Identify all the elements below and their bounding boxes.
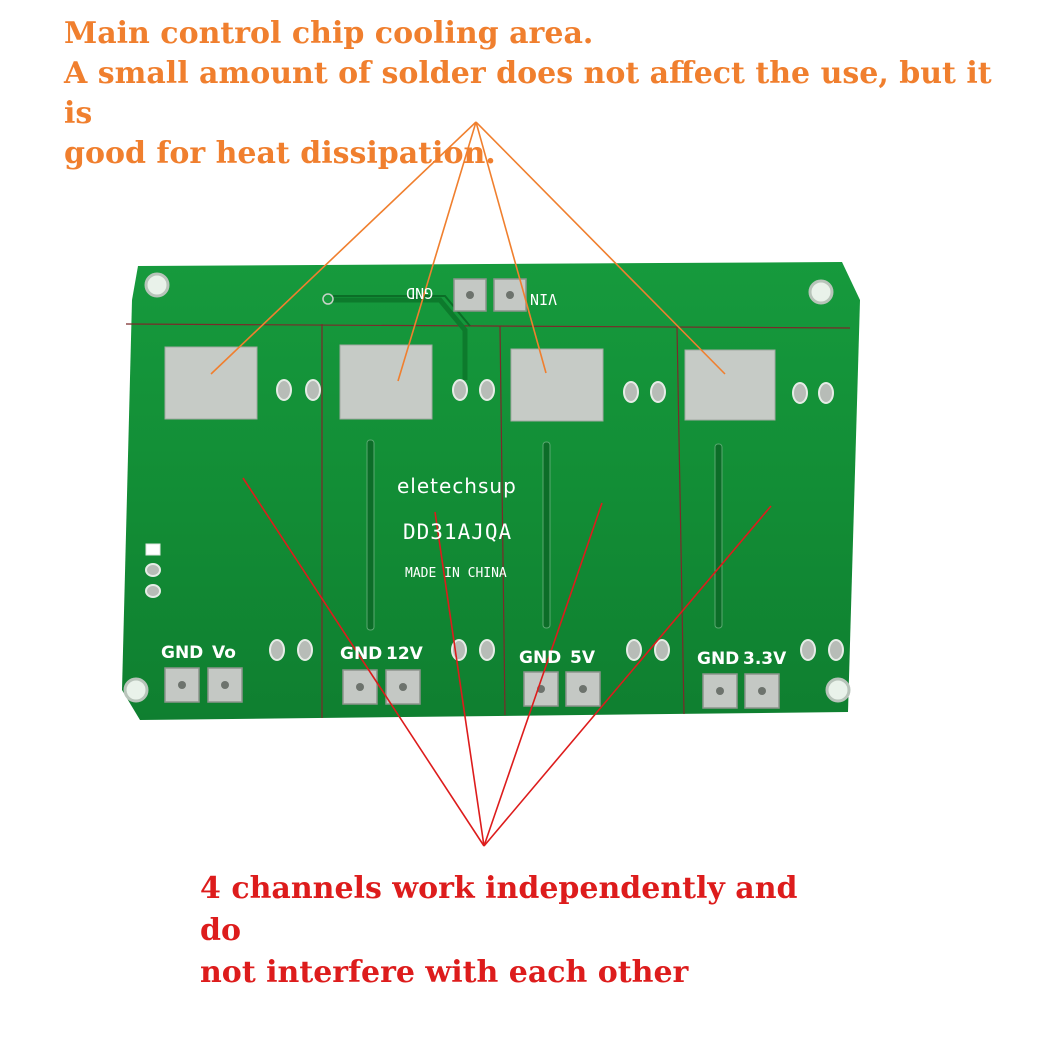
cooling-area-caption: Main control chip cooling area. A small …: [64, 14, 1024, 174]
cooling-pad: [510, 348, 604, 422]
cooling-caption-line-1: Main control chip cooling area.: [64, 16, 594, 51]
header-pin: [145, 584, 161, 598]
pad-hole: [356, 683, 364, 691]
pad-hole: [579, 685, 587, 693]
channel-4-output-label: 3.3V: [743, 649, 787, 669]
cooling-pad: [684, 349, 776, 421]
via: [276, 379, 292, 401]
via: [479, 379, 495, 401]
output-pad: [523, 671, 559, 707]
cooling-caption-line-3: good for heat dissipation.: [64, 136, 496, 171]
via: [322, 293, 334, 305]
channel-1-output-label: Vo: [212, 643, 236, 663]
orange-pointer-line: [475, 121, 726, 375]
via: [800, 639, 816, 661]
via: [792, 382, 808, 404]
via: [650, 381, 666, 403]
mounting-hole: [123, 677, 149, 703]
channels-caption-line-1: 4 channels work independently and do: [200, 871, 798, 948]
channel-2-output-label: 12V: [386, 644, 423, 664]
input-trace: [330, 295, 471, 327]
header-pin: [145, 543, 161, 556]
red-pointer-line: [242, 477, 485, 847]
pad-hole: [399, 683, 407, 691]
channel-3-output-label: 5V: [570, 648, 595, 668]
channels-caption-line-2: not interfere with each other: [200, 955, 689, 990]
origin-silkscreen: MADE IN CHINA: [405, 566, 507, 581]
via-pairs: [276, 379, 834, 404]
channel-1-gnd-label: GND: [161, 643, 204, 663]
red-pointer-line: [434, 511, 485, 847]
pad-hole: [178, 681, 186, 689]
red-pointer-line: [483, 502, 603, 847]
pad-hole: [716, 687, 724, 695]
channel-divider-3: [676, 326, 685, 715]
input-trace: [330, 297, 468, 380]
cooling-pad: [339, 344, 433, 420]
top-divider-line: [125, 323, 851, 329]
header-pin: [145, 563, 161, 577]
via: [269, 639, 285, 661]
pad-hole: [758, 687, 766, 695]
cooling-pads: [164, 344, 776, 422]
via: [828, 639, 844, 661]
channels-caption: 4 channels work independently and do not…: [200, 868, 840, 994]
channel-pointer-lines: [242, 477, 772, 847]
input-terminal: [453, 278, 527, 312]
via: [297, 639, 313, 661]
via: [479, 639, 495, 661]
red-pointer-line: [483, 505, 772, 847]
pad-hole: [221, 681, 229, 689]
orange-pointer-line: [475, 121, 547, 374]
mounting-hole: [825, 677, 851, 703]
via: [626, 639, 642, 661]
input-gnd-label: GND: [406, 284, 434, 302]
model-silkscreen: DD31AJQA: [403, 520, 513, 544]
orange-pointer-line: [397, 121, 477, 382]
side-header: [145, 543, 161, 598]
mounting-hole: [808, 279, 834, 305]
mounting-hole: [144, 272, 170, 298]
pad-hole: [506, 291, 514, 299]
brand-silkscreen: eletechsup: [397, 474, 517, 498]
isolation-slot: [542, 441, 551, 629]
isolation-slot: [714, 443, 723, 629]
channel-2-gnd-label: GND: [340, 644, 383, 664]
cooling-caption-line-2: A small amount of solder does not affect…: [64, 56, 992, 131]
cooling-pad: [164, 346, 258, 420]
output-vias: [269, 639, 844, 661]
via: [623, 381, 639, 403]
via: [654, 639, 670, 661]
via: [818, 382, 834, 404]
pad-hole: [466, 291, 474, 299]
channel-divider-2: [499, 325, 506, 716]
channel-4-gnd-label: GND: [697, 649, 740, 669]
isolation-slot: [366, 439, 375, 631]
orange-pointer-line: [210, 121, 477, 375]
isolation-slots: [366, 439, 723, 631]
channel-3-gnd-label: GND: [519, 648, 562, 668]
cooling-pointer-lines: [210, 121, 726, 382]
mounting-holes: [123, 272, 851, 703]
input-vin-label: VIN: [530, 290, 558, 308]
via: [305, 379, 321, 401]
via: [452, 379, 468, 401]
output-terminals: [164, 667, 780, 709]
